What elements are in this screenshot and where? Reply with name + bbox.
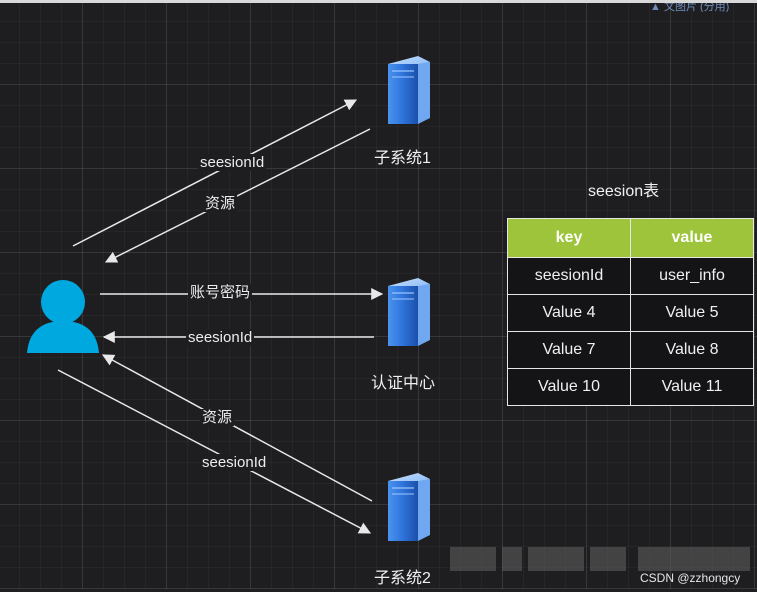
server-icon — [388, 278, 430, 346]
table-header-value: value — [630, 218, 754, 258]
server-icon — [388, 56, 430, 124]
arrow-user-to-subsystem1 — [72, 99, 358, 247]
clipped-top-text: ▲ 文图片 (分用) — [650, 3, 730, 12]
table-row: Value 10 Value 11 — [507, 368, 754, 406]
arrow-subsystem1-to-user — [104, 128, 371, 263]
session-table: key value seesionId user_info Value 4 Va… — [507, 218, 754, 406]
edge-label-sub1-response: 资源 — [203, 195, 238, 212]
table-cell: Value 4 — [507, 294, 631, 332]
auth-center-label: 认证中心 — [371, 375, 436, 392]
user-icon — [27, 280, 99, 353]
table-cell: Value 5 — [630, 294, 754, 332]
arrow-subsystem2-to-user — [101, 354, 373, 502]
table-header-key: key — [507, 218, 631, 258]
table-row: Value 7 Value 8 — [507, 331, 754, 369]
table-cell: Value 8 — [630, 331, 754, 369]
table-cell: user_info — [630, 257, 754, 295]
edge-label-auth-request: 账号密码 — [188, 284, 253, 301]
table-cell: seesionId — [507, 257, 631, 295]
subsystem2-label: 子系统2 — [374, 570, 431, 587]
session-table-title: seesion表 — [588, 183, 660, 200]
subsystem1-label: 子系统1 — [374, 150, 431, 167]
table-cell: Value 10 — [507, 368, 631, 406]
table-row: seesionId user_info — [507, 257, 754, 295]
table-header-row: key value — [507, 218, 754, 258]
blurred-overlay — [450, 547, 496, 571]
blurred-overlay — [590, 547, 626, 571]
table-row: Value 4 Value 5 — [507, 294, 754, 332]
diagram-connectors — [27, 56, 430, 541]
blurred-overlay — [502, 547, 522, 571]
edge-label-sub2-response: 资源 — [200, 409, 235, 426]
arrow-user-to-subsystem2 — [57, 369, 372, 534]
edge-label-sub1-request: seesionId — [198, 154, 267, 171]
blurred-overlay — [528, 547, 584, 571]
table-cell: Value 7 — [507, 331, 631, 369]
watermark: CSDN @zzhongcy — [640, 571, 741, 585]
server-icon — [388, 473, 430, 541]
blurred-overlay — [638, 547, 750, 571]
table-cell: Value 11 — [630, 368, 754, 406]
edge-label-auth-response: seesionId — [186, 329, 255, 346]
edge-label-sub2-request: seesionId — [200, 454, 269, 471]
